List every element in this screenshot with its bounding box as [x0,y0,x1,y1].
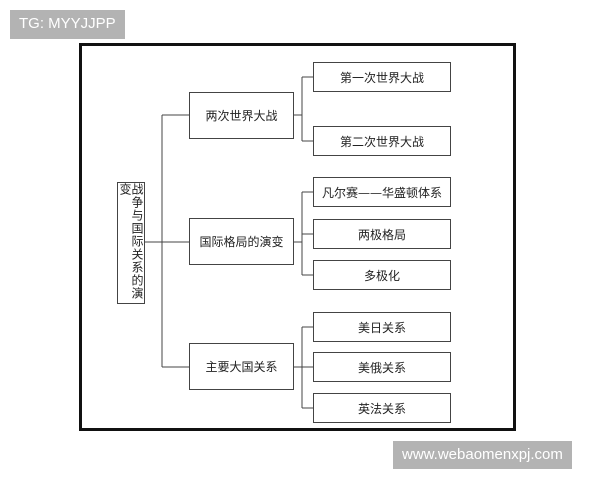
leaf-node: 两极格局 [313,219,451,249]
leaf-node-label: 第一次世界大战 [339,70,424,85]
leaf-node: 第一次世界大战 [313,62,451,92]
leaf-node: 多极化 [313,260,451,290]
watermark-top-left: TG: MYYJJPP [10,10,125,39]
leaf-node-label: 多极化 [363,268,400,283]
branch-node-label: 两次世界大战 [205,109,278,123]
root-node-label: 战争与国际关系的演变 [118,183,144,300]
branch-node: 主要大国关系 [189,343,294,390]
leaf-node-label: 美日关系 [357,320,406,335]
leaf-node-label: 凡尔赛——华盛顿体系 [321,185,442,200]
leaf-node: 英法关系 [313,393,451,423]
leaf-node: 凡尔赛——华盛顿体系 [313,177,451,207]
leaf-node-label: 第二次世界大战 [339,134,424,149]
leaf-node-label: 英法关系 [357,401,406,416]
leaf-node-label: 美俄关系 [357,360,406,375]
leaf-node-label: 两极格局 [357,227,406,242]
leaf-node: 美俄关系 [313,352,451,382]
branch-node-label: 国际格局的演变 [199,235,284,249]
root-node: 战争与国际关系的演变 [117,182,145,304]
branch-node-label: 主要大国关系 [205,360,278,374]
branch-node: 两次世界大战 [189,92,294,139]
branch-node: 国际格局的演变 [189,218,294,265]
leaf-node: 美日关系 [313,312,451,342]
watermark-bottom-right: www.webaomenxpj.com [393,441,572,469]
leaf-node: 第二次世界大战 [313,126,451,156]
